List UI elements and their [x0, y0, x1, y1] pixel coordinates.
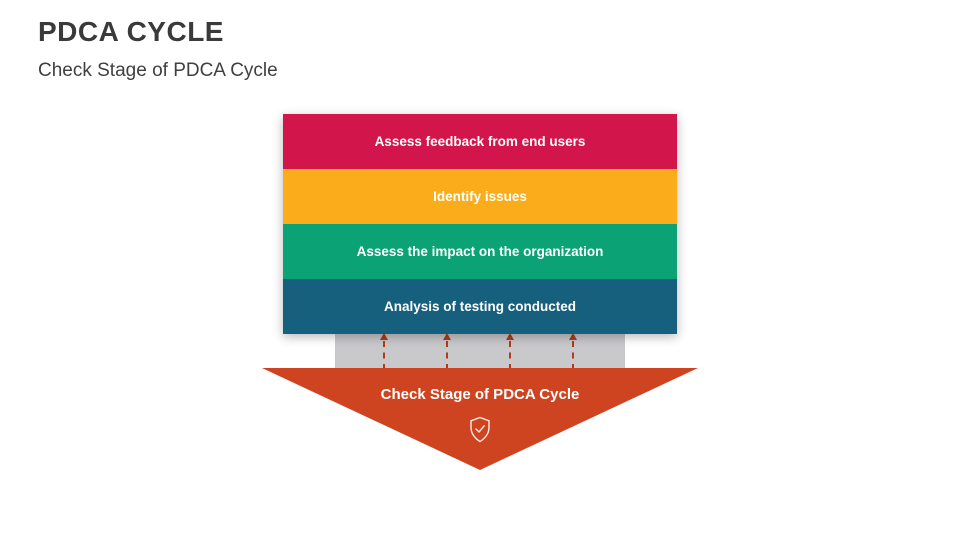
- stack-bar-label: Analysis of testing conducted: [383, 299, 577, 314]
- arrow-up-icon: [506, 333, 514, 340]
- stack-bar-4: Analysis of testing conducted: [283, 279, 677, 334]
- stack-bar-2: Identify issues: [283, 169, 677, 224]
- stack-bar-label: Assess feedback from end users: [374, 134, 586, 149]
- check-stage-stack: Assess feedback from end users Identify …: [283, 114, 677, 334]
- stack-bar-1: Assess feedback from end users: [283, 114, 677, 169]
- connector-block: [335, 333, 625, 370]
- arrow-up-icon: [569, 333, 577, 340]
- stack-bar-3: Assess the impact on the organization: [283, 224, 677, 279]
- dashed-arrow-line: [569, 333, 577, 370]
- dashed-arrow-line: [380, 333, 388, 370]
- arrow-up-icon: [443, 333, 451, 340]
- check-stage-arrow: Check Stage of PDCA Cycle: [262, 368, 698, 470]
- arrow-up-icon: [380, 333, 388, 340]
- page-title: PDCA CYCLE: [38, 16, 224, 47]
- page-subtitle: Check Stage of PDCA Cycle: [38, 60, 278, 81]
- shield-check-icon: [470, 416, 490, 443]
- dashed-arrow-line: [443, 333, 451, 370]
- stack-bar-label: Identify issues: [433, 189, 527, 204]
- dashed-arrow-line: [506, 333, 514, 370]
- stack-bar-label: Assess the impact on the organization: [356, 244, 604, 259]
- arrow-label: Check Stage of PDCA Cycle: [380, 386, 580, 403]
